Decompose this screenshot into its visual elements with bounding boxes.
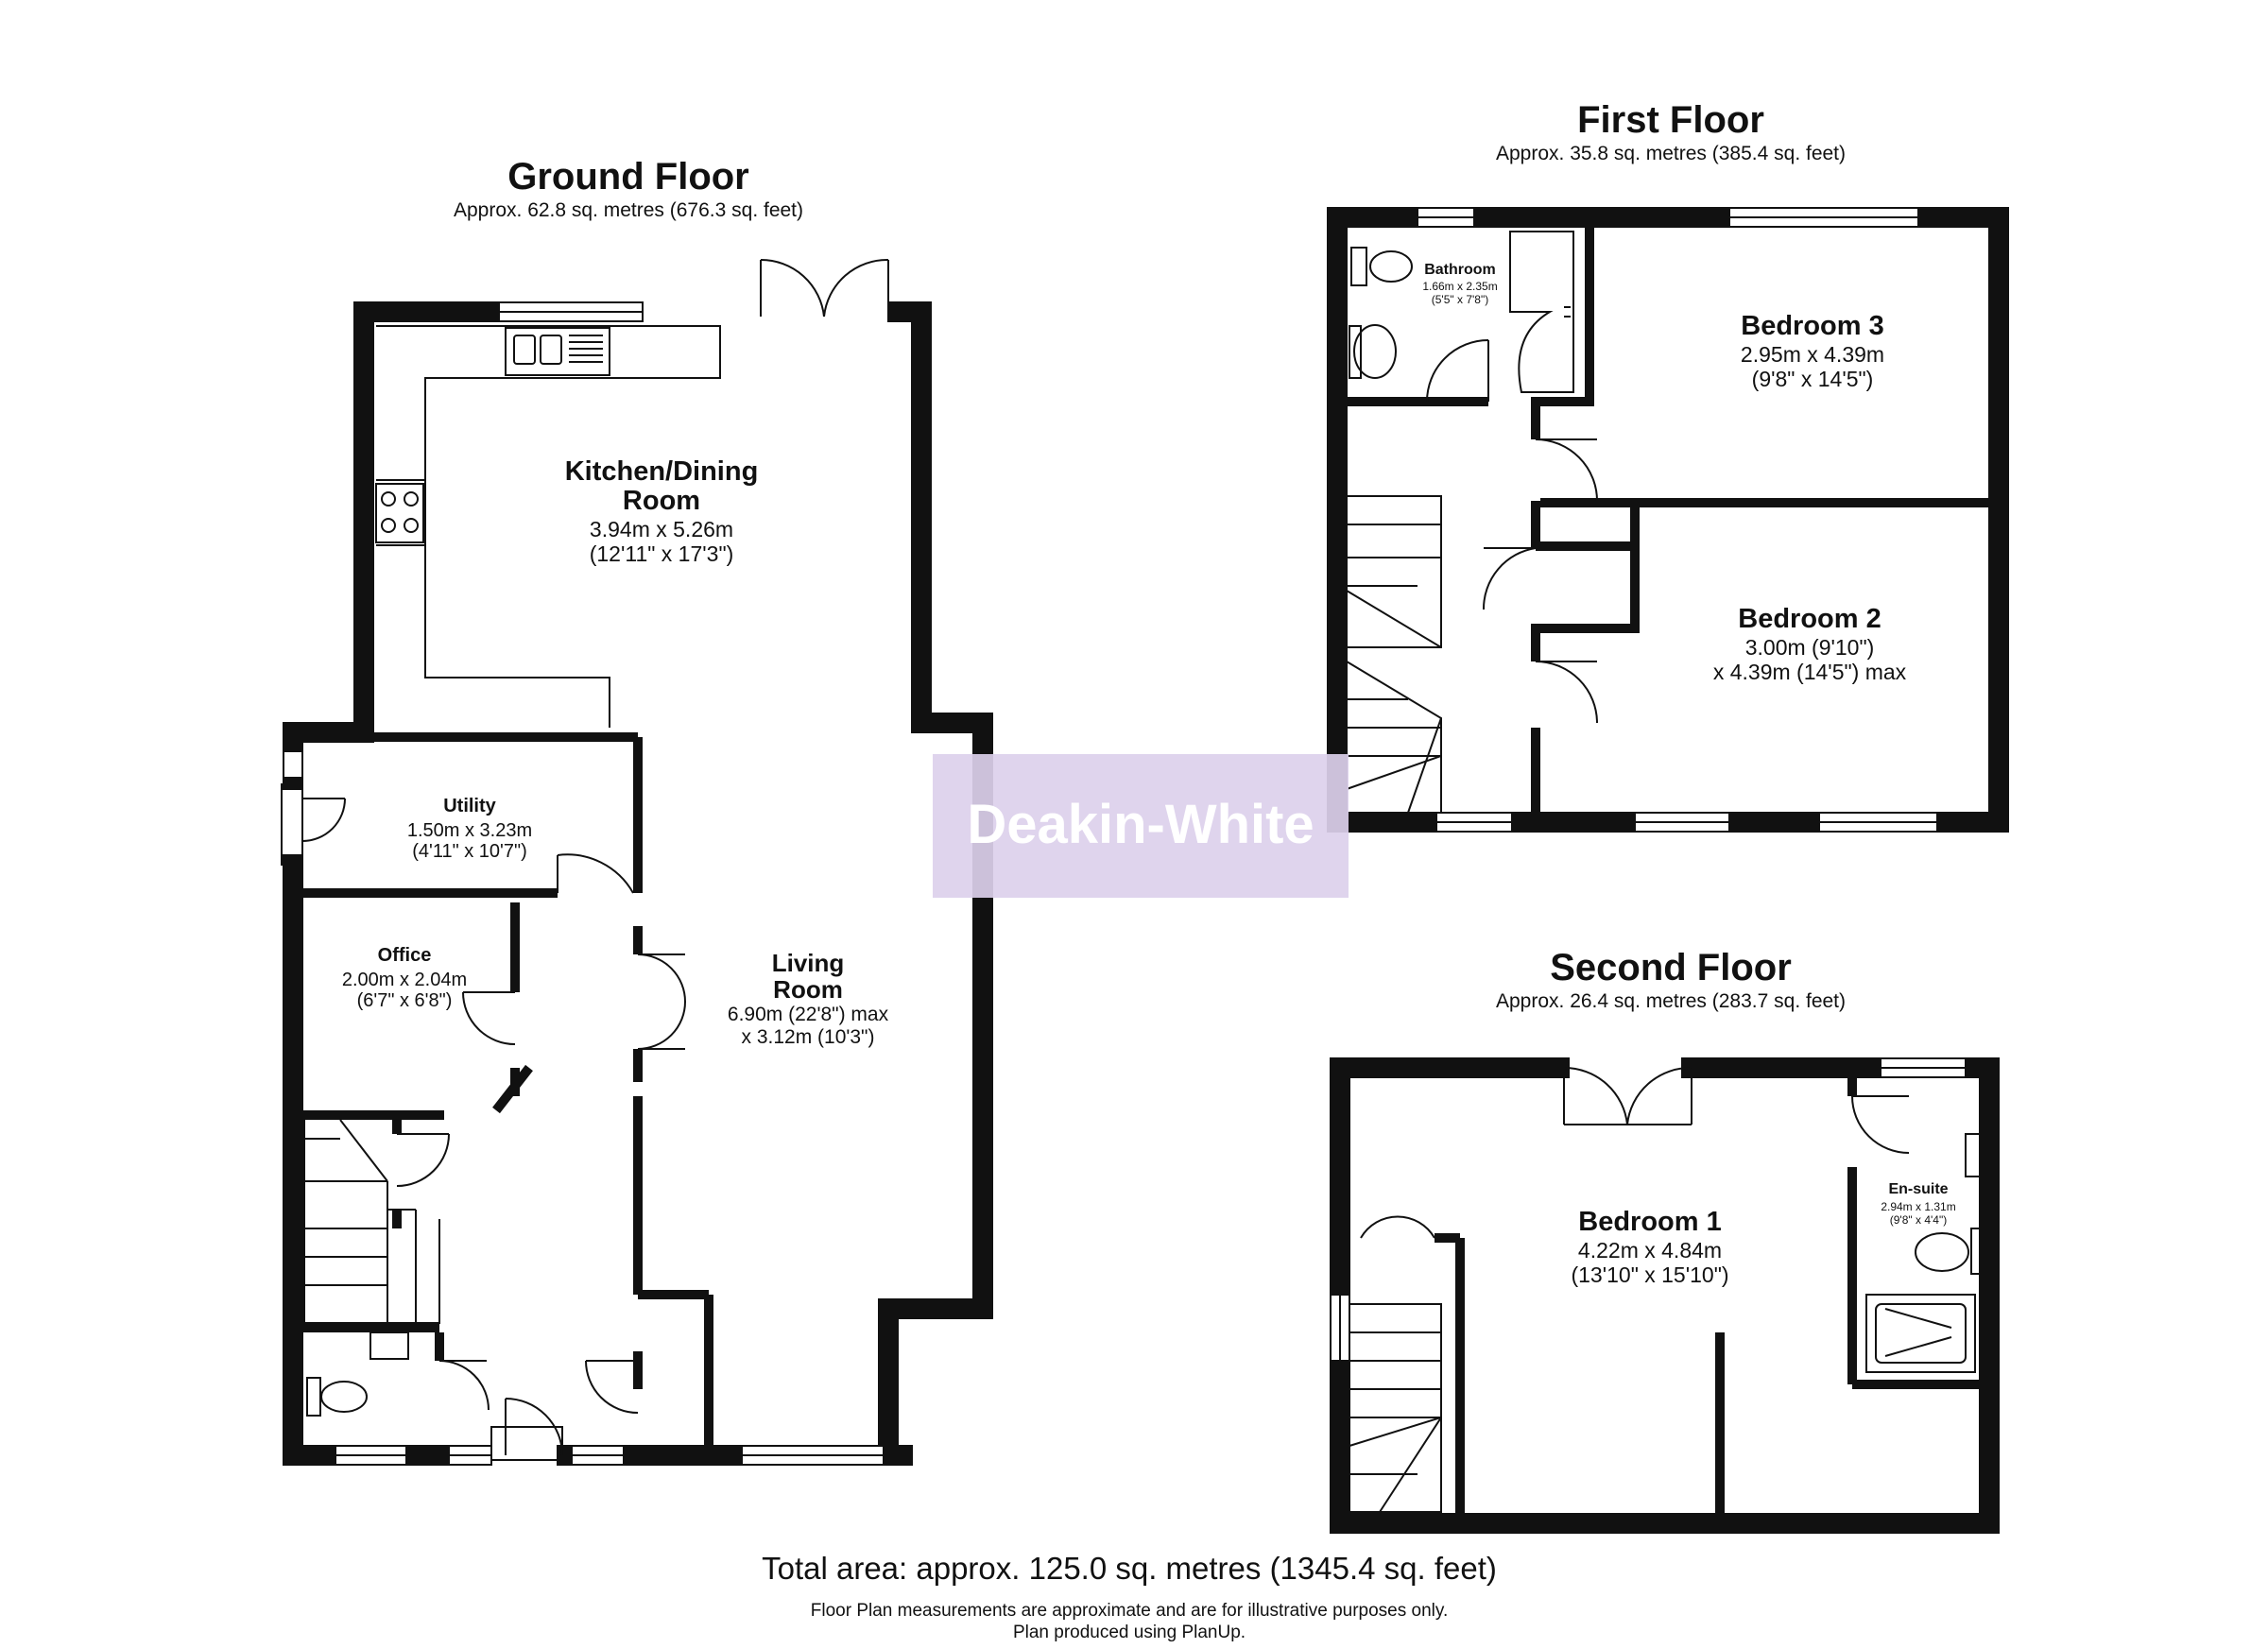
first-floor-windows (1417, 207, 1938, 833)
kitchen-sink (505, 327, 610, 376)
kitchen-dining-name-line1: Kitchen/Dining (564, 456, 759, 487)
ground-floor-wc (306, 1331, 409, 1417)
bedroom-2-name: Bedroom 2 (1738, 604, 1881, 634)
living-room-name-line1: Living (771, 949, 845, 977)
first-floor-title: First Floor (1577, 99, 1764, 141)
kitchen-dining-name-line2: Room (622, 486, 701, 516)
bedroom-3-dimensions-imperial: (9'8" x 14'5") (1751, 367, 1874, 391)
ground-floor-title: Ground Floor (507, 156, 749, 198)
first-floor-interior-walls (1347, 222, 1994, 817)
ensuite-name: En-suite (1888, 1181, 1949, 1197)
utility-dimensions-imperial: (4'11" x 10'7") (412, 841, 527, 862)
utility-name: Utility (443, 796, 496, 816)
office-dimensions-imperial: (6'7" x 6'8") (356, 990, 453, 1011)
ground-floor-plan (281, 258, 993, 1466)
ground-floor-interior-walls (293, 732, 713, 1451)
kitchen-hob (375, 483, 424, 543)
second-floor-plan (1330, 1057, 2000, 1534)
office-dimensions-metric: 2.00m x 2.04m (341, 970, 468, 990)
bathroom-dimensions-metric: 1.66m x 2.35m (1422, 280, 1498, 293)
second-floor-walls (1330, 1057, 2000, 1534)
ground-floor-doors (281, 258, 889, 1461)
second-floor-doors (1360, 1066, 1910, 1239)
kitchen-dining-dimensions-metric: 3.94m x 5.26m (589, 517, 734, 541)
first-floor-walls (1327, 207, 2009, 833)
watermark-box (933, 754, 1349, 898)
total-area: Total area: approx. 125.0 sq. metres (13… (762, 1551, 1497, 1586)
utility-dimensions-metric: 1.50m x 3.23m (406, 820, 533, 841)
second-floor-area: Approx. 26.4 sq. metres (283.7 sq. feet) (1495, 990, 1847, 1012)
first-floor-plan (1327, 207, 2009, 833)
kitchen-dining-dimensions-imperial: (12'11" x 17'3") (589, 541, 734, 566)
ensuite-dimensions-imperial: (9'8" x 4'4") (1889, 1213, 1948, 1227)
kitchen-worktop (376, 325, 721, 728)
bathroom-name: Bathroom (1424, 262, 1496, 278)
living-room-dimensions-line1: 6.90m (22'8") max (727, 1004, 889, 1025)
first-floor-doors (1426, 339, 1598, 724)
bedroom-2-dimensions-line1: 3.00m (9'10") (1744, 635, 1875, 660)
first-floor-bathroom-fixtures (1349, 231, 1574, 393)
bathroom-dimensions-imperial: (5'5" x 7'8") (1431, 293, 1489, 306)
first-floor-stairs (1346, 495, 1442, 814)
second-floor-stairs (1349, 1303, 1442, 1513)
bedroom-1-dimensions-metric: 4.22m x 4.84m (1577, 1238, 1723, 1263)
first-floor-area: Approx. 35.8 sq. metres (385.4 sq. feet) (1495, 143, 1847, 164)
ground-floor-stairs (303, 1119, 440, 1324)
bedroom-3-name: Bedroom 3 (1741, 311, 1884, 341)
ensuite-fixtures (1865, 1133, 1984, 1373)
bedroom-1-dimensions-imperial: (13'10" x 15'10") (1571, 1263, 1729, 1287)
disclaimer-line1: Floor Plan measurements are approximate … (810, 1601, 1449, 1621)
second-floor-title: Second Floor (1550, 947, 1792, 988)
ground-floor-area: Approx. 62.8 sq. metres (676.3 sq. feet) (453, 199, 804, 221)
ensuite-dimensions-metric: 2.94m x 1.31m (1881, 1200, 1956, 1213)
bedroom-2-dimensions-line2: x 4.39m (14'5") max (1712, 660, 1907, 684)
ground-floor-windows (283, 301, 885, 1466)
second-floor-windows (1330, 1057, 1967, 1362)
second-floor-interior-walls (1435, 1077, 1980, 1517)
living-room-name-line2: Room (773, 975, 843, 1004)
office-name: Office (377, 945, 432, 966)
bedroom-1-name: Bedroom 1 (1578, 1207, 1722, 1237)
living-room-dimensions-line2: x 3.12m (10'3") (741, 1026, 875, 1048)
watermark-text: Deakin-White (967, 794, 1314, 855)
disclaimer-line2: Plan produced using PlanUp. (1012, 1623, 1246, 1642)
bedroom-3-dimensions-metric: 2.95m x 4.39m (1740, 342, 1885, 367)
